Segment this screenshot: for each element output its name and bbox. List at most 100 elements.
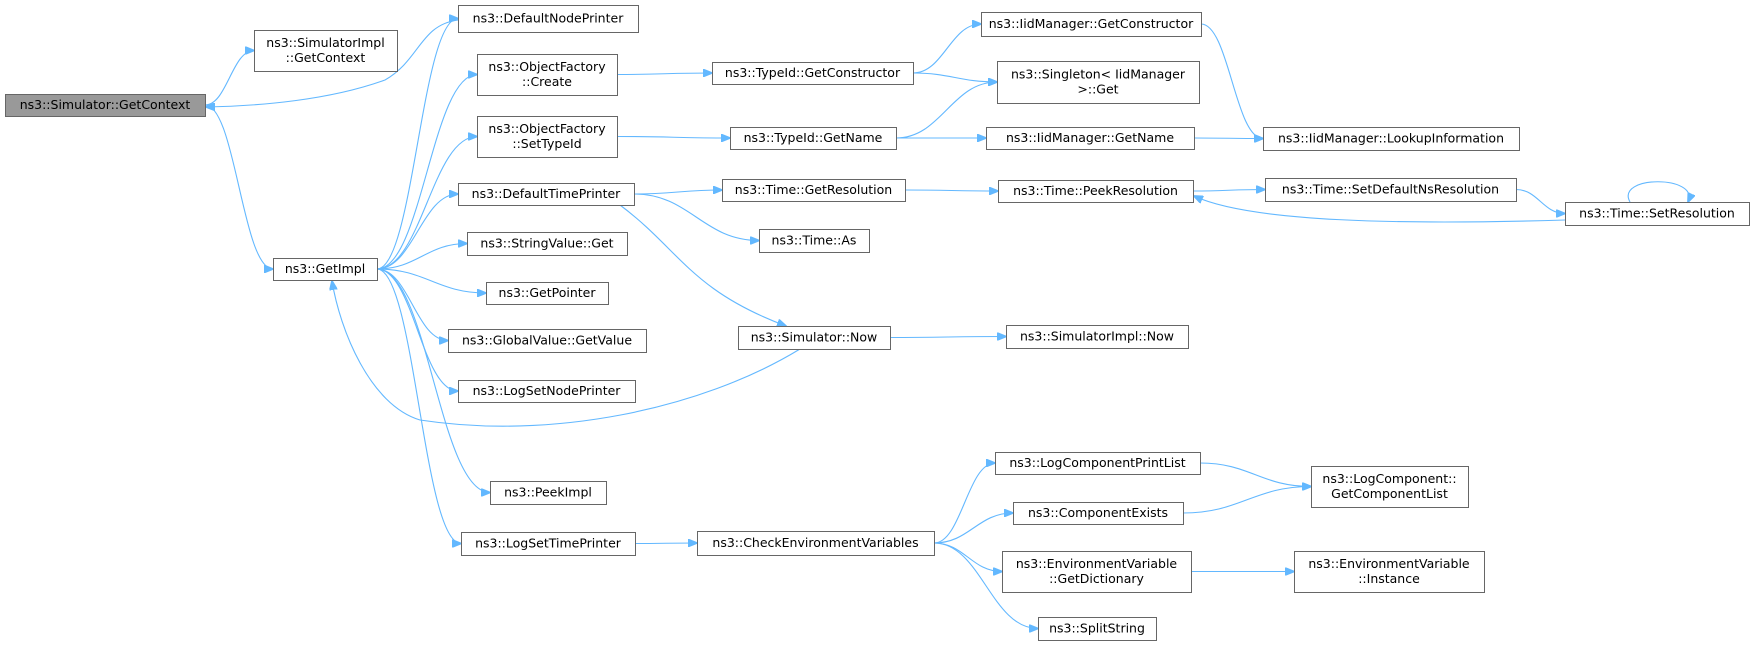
edge-root-to-get-impl: [204, 104, 273, 269]
node-box: [5, 94, 206, 117]
edges: [204, 19, 1689, 629]
node-label: ns3::GlobalValue::GetValue: [462, 333, 632, 348]
node-obj-factory-set-type-id[interactable]: ns3::ObjectFactory::SetTypeId: [477, 116, 618, 158]
node-box: [986, 127, 1195, 150]
node-iid-get-name[interactable]: ns3::IidManager::GetName: [986, 127, 1195, 150]
node-box: [730, 127, 897, 150]
node-log-set-node-printer[interactable]: ns3::LogSetNodePrinter: [458, 380, 636, 403]
node-check-env-vars[interactable]: ns3::CheckEnvironmentVariables: [697, 531, 935, 556]
edge-get-impl-to-default-node-printer: [376, 19, 458, 270]
node-component-exists[interactable]: ns3::ComponentExists: [1013, 502, 1184, 525]
node-box: [998, 180, 1194, 203]
edge-time-set-resolution-to-time-set-resolution: [1627, 181, 1689, 202]
node-simulator-now[interactable]: ns3::Simulator::Now: [738, 326, 891, 350]
edge-type-id-get-constructor-to-singleton-get: [912, 72, 997, 82]
node-box: [467, 232, 628, 256]
node-label: ::Instance: [1358, 571, 1420, 586]
edge-simulator-now-to-get-impl: [332, 281, 801, 427]
node-box: [254, 30, 398, 72]
edge-time-get-resolution-to-time-peek-resolution: [904, 190, 998, 191]
node-string-value-get[interactable]: ns3::StringValue::Get: [467, 232, 628, 256]
node-box: [1013, 502, 1184, 525]
node-time-get-resolution[interactable]: ns3::Time::GetResolution: [722, 179, 906, 202]
edge-default-time-printer-to-time-as: [633, 193, 759, 241]
node-iid-get-constructor[interactable]: ns3::IidManager::GetConstructor: [981, 12, 1202, 37]
node-global-value-get-value[interactable]: ns3::GlobalValue::GetValue: [448, 329, 647, 353]
node-box: [712, 62, 914, 85]
node-box: [738, 326, 891, 350]
node-label: ns3::LogComponentPrintList: [1009, 455, 1185, 470]
edge-get-impl-to-global-value-get-value: [376, 268, 448, 341]
node-label: ns3::Simulator::GetContext: [20, 97, 191, 112]
node-type-id-get-constructor[interactable]: ns3::TypeId::GetConstructor: [712, 62, 914, 85]
node-label: ns3::IidManager::LookupInformation: [1278, 131, 1504, 146]
node-label: ns3::GetPointer: [499, 285, 597, 300]
node-box: [1038, 617, 1157, 641]
nodes: ns3::Simulator::GetContextns3::Simulator…: [5, 5, 1750, 641]
node-peek-impl[interactable]: ns3::PeekImpl: [490, 481, 607, 505]
edge-time-set-default-ns-resolution-to-time-set-resolution: [1515, 188, 1565, 214]
edge-obj-factory-set-type-id-to-type-id-get-name: [616, 137, 730, 139]
edge-log-component-print-list-to-log-component-get-component-list: [1199, 462, 1311, 487]
edge-time-peek-resolution-to-time-set-default-ns-resolution: [1192, 190, 1265, 192]
node-label: ns3::LogComponent::: [1322, 471, 1456, 486]
node-time-peek-resolution[interactable]: ns3::Time::PeekResolution: [998, 180, 1194, 203]
node-get-impl[interactable]: ns3::GetImpl: [273, 258, 378, 281]
edge-obj-factory-create-to-type-id-get-constructor: [616, 73, 712, 75]
node-sim-impl-now[interactable]: ns3::SimulatorImpl::Now: [1006, 325, 1189, 349]
node-singleton-get[interactable]: ns3::Singleton< IidManager >::Get: [997, 61, 1200, 104]
edge-default-time-printer-to-simulator-now: [619, 204, 786, 326]
node-box: [981, 12, 1202, 37]
node-label: ns3::Time::SetDefaultNsResolution: [1282, 182, 1499, 197]
node-env-var-get-dictionary[interactable]: ns3::EnvironmentVariable::GetDictionary: [1002, 551, 1192, 593]
edge-get-impl-to-obj-factory-set-type-id: [376, 137, 477, 270]
node-box: [995, 452, 1201, 475]
edge-iid-get-name-to-iid-lookup-information: [1193, 138, 1263, 139]
node-log-set-time-printer[interactable]: ns3::LogSetTimePrinter: [461, 532, 636, 556]
node-split-string[interactable]: ns3::SplitString: [1038, 617, 1157, 641]
node-label: ns3::PeekImpl: [504, 485, 592, 500]
node-get-pointer[interactable]: ns3::GetPointer: [486, 282, 609, 305]
node-box: [477, 54, 618, 96]
edge-component-exists-to-log-component-get-component-list: [1182, 487, 1311, 514]
edge-check-env-vars-to-env-var-get-dictionary: [933, 542, 1002, 572]
node-box: [759, 229, 870, 253]
node-iid-lookup-information[interactable]: ns3::IidManager::LookupInformation: [1263, 127, 1520, 151]
node-default-node-printer[interactable]: ns3::DefaultNodePrinter: [458, 5, 639, 33]
node-label: ns3::Simulator::Now: [751, 330, 878, 345]
edge-time-set-resolution-to-time-peek-resolution: [1194, 196, 1566, 223]
node-label: ns3::EnvironmentVariable: [1016, 556, 1178, 571]
node-label: ns3::IidManager::GetConstructor: [989, 16, 1194, 31]
node-label: ns3::Time::PeekResolution: [1013, 183, 1178, 198]
node-box: [1294, 551, 1485, 593]
edge-simulator-now-to-sim-impl-now: [889, 337, 1006, 338]
node-time-as[interactable]: ns3::Time::As: [759, 229, 870, 253]
node-time-set-resolution[interactable]: ns3::Time::SetResolution: [1565, 202, 1750, 226]
node-type-id-get-name[interactable]: ns3::TypeId::GetName: [730, 127, 897, 150]
node-label: ns3::LogSetTimePrinter: [475, 536, 622, 551]
node-log-component-print-list[interactable]: ns3::LogComponentPrintList: [995, 452, 1201, 475]
node-log-component-get-component-list[interactable]: ns3::LogComponent::GetComponentList: [1311, 466, 1469, 508]
node-time-set-default-ns-resolution[interactable]: ns3::Time::SetDefaultNsResolution: [1265, 178, 1517, 202]
node-box: [697, 531, 935, 556]
edge-get-impl-to-obj-factory-create: [376, 75, 477, 270]
node-box: [486, 282, 609, 305]
node-obj-factory-create[interactable]: ns3::ObjectFactory::Create: [477, 54, 618, 96]
node-label: ns3::LogSetNodePrinter: [473, 383, 622, 398]
node-default-time-printer[interactable]: ns3::DefaultTimePrinter: [458, 183, 635, 206]
node-label: ns3::CheckEnvironmentVariables: [712, 535, 918, 550]
node-label: ns3::SplitString: [1049, 621, 1145, 636]
node-sim-impl-get-context[interactable]: ns3::SimulatorImpl::GetContext: [254, 30, 398, 72]
node-label: ns3::DefaultTimePrinter: [472, 186, 622, 201]
node-label: ::Create: [522, 74, 572, 89]
node-label: ns3::ComponentExists: [1028, 505, 1168, 520]
node-root[interactable]: ns3::Simulator::GetContext: [5, 94, 206, 117]
edge-type-id-get-constructor-to-iid-get-constructor: [912, 24, 981, 74]
node-box: [1265, 178, 1517, 202]
edge-get-impl-to-log-set-time-printer: [376, 268, 461, 544]
node-label: ns3::Time::As: [772, 233, 857, 248]
node-label: ns3::Time::SetResolution: [1579, 206, 1735, 221]
node-label: ns3::ObjectFactory: [488, 121, 606, 136]
node-env-var-instance[interactable]: ns3::EnvironmentVariable::Instance: [1294, 551, 1485, 593]
